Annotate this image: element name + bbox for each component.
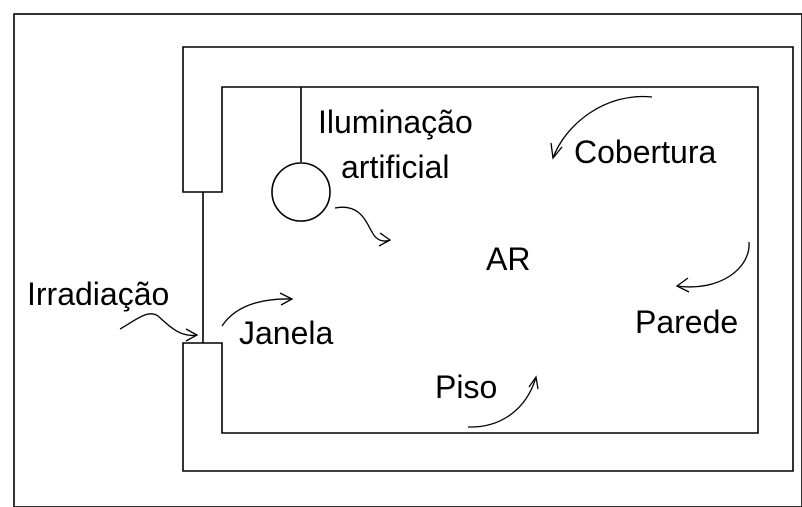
label-parede: Parede xyxy=(635,304,738,340)
cobertura-heat-arrow xyxy=(550,95,653,160)
label-janela: Janela xyxy=(239,315,334,351)
irradiacao-incoming-arrow xyxy=(119,313,199,342)
label-irradiacao: Irradiação xyxy=(27,276,169,312)
janela-transmitted-arrow xyxy=(221,292,294,327)
label-piso: Piso xyxy=(435,369,497,405)
outer-wall xyxy=(182,46,794,472)
lamp-bulb xyxy=(271,162,331,222)
inner-wall xyxy=(203,86,759,434)
label-ar: AR xyxy=(486,241,530,277)
label-iluminacao-line2: artificial xyxy=(341,149,449,185)
parede-heat-arrow xyxy=(675,241,750,293)
piso-heat-arrow xyxy=(467,375,539,428)
lamp-heat-arrow xyxy=(334,206,392,247)
label-iluminacao-line1: Iluminação xyxy=(318,104,473,140)
label-cobertura: Cobertura xyxy=(574,134,717,170)
figure-border xyxy=(13,13,802,507)
